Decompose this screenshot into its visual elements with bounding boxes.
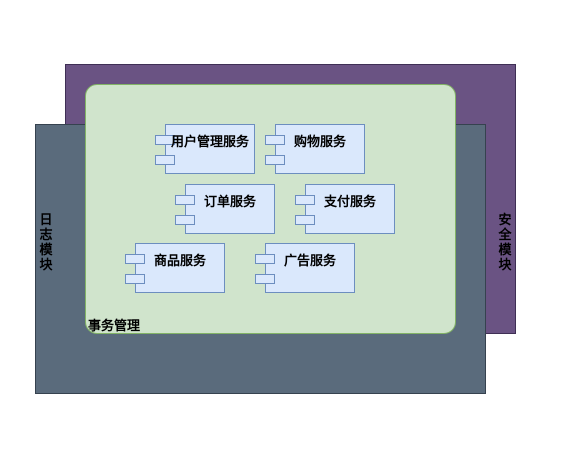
component-shopping: 购物服务 (265, 124, 365, 174)
component-port-icon (155, 135, 175, 145)
component-label: 购物服务 (293, 135, 346, 150)
component-order: 订单服务 (175, 184, 275, 234)
component-label: 订单服务 (203, 195, 256, 210)
component-product: 商品服务 (125, 243, 225, 293)
component-user-management: 用户管理服务 (155, 124, 255, 174)
component-port-icon (295, 195, 315, 205)
component-port-icon (265, 155, 285, 165)
component-label: 商品服务 (153, 254, 206, 269)
component-ads: 广告服务 (255, 243, 355, 293)
component-port-icon (265, 135, 285, 145)
component-port-icon (295, 215, 315, 225)
component-port-icon (125, 254, 145, 264)
component-payment: 支付服务 (295, 184, 395, 234)
component-port-icon (175, 195, 195, 205)
security-module-label: 安全模块 (498, 213, 512, 273)
component-port-icon (255, 274, 275, 284)
log-module-label: 日志模块 (39, 213, 53, 273)
component-port-icon (175, 215, 195, 225)
transaction-management-label: 事务管理 (88, 319, 141, 334)
component-port-icon (125, 274, 145, 284)
component-label: 广告服务 (283, 254, 336, 269)
component-label: 支付服务 (323, 195, 376, 210)
component-port-icon (255, 254, 275, 264)
component-port-icon (155, 155, 175, 165)
component-label: 用户管理服务 (170, 135, 249, 150)
